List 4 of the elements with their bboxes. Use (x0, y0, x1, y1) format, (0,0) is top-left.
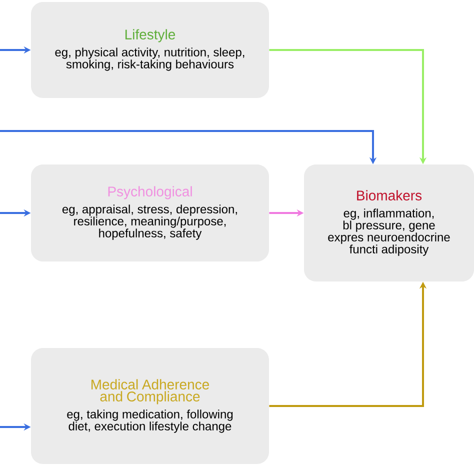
process-box: Medical Adherence and Compliance eg, taking medication, following diet, execution lifestyle change (31, 348, 269, 464)
process-box: Biomakers eg, inflammation, bl pressure, gene expres neuroendocrine functi adiposity (304, 164, 474, 282)
process-box: Lifestyle eg, physical activity, nutrition, sleep, smoking, risk-taking behaviours (31, 2, 269, 98)
process-box: Psychological eg, appraisal, stress, depression, resilience, meaning/purpose, hopefulness, safety (31, 164, 269, 262)
